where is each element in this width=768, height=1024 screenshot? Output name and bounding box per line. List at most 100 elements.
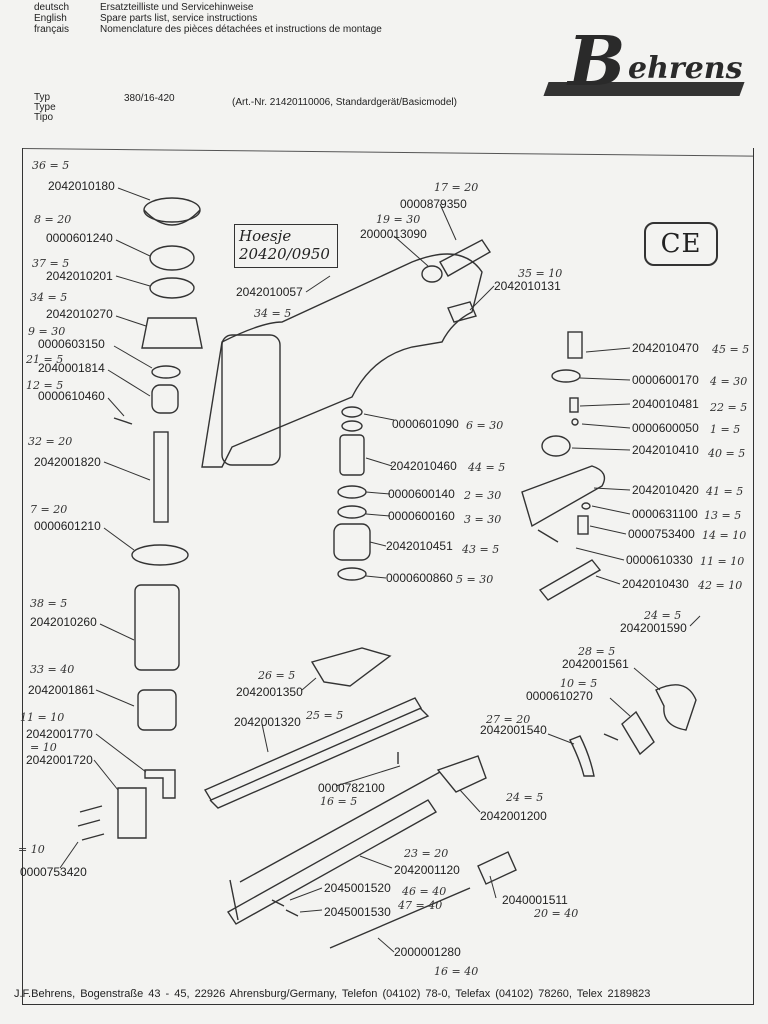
part-note: 35 = 10 xyxy=(518,267,563,280)
part-note: 32 = 20 xyxy=(28,435,73,448)
part-number: 2045001530 xyxy=(324,905,391,919)
footer-fax: Telefax (04102) 78260, xyxy=(455,988,572,1000)
language-de: deutsch xyxy=(34,2,70,13)
part-number: 2042010410 xyxy=(632,443,699,457)
part-note: 34 = 5 xyxy=(30,291,68,304)
part-note: = 10 xyxy=(18,843,45,856)
part-number: 2042010460 xyxy=(390,459,457,473)
part-number: 0000753400 xyxy=(628,527,695,541)
part-note: 28 = 5 xyxy=(578,645,616,658)
part-note: 9 = 30 xyxy=(28,325,66,338)
spring-part xyxy=(569,735,595,777)
part-note: 27 = 20 xyxy=(486,713,531,726)
part-note: 11 = 10 xyxy=(20,711,65,724)
part-number: 0000753420 xyxy=(20,865,87,879)
part-note: 8 = 20 xyxy=(34,213,72,226)
cylinder-part xyxy=(134,584,180,671)
bracket-part xyxy=(144,769,176,799)
part-number: 2040001814 xyxy=(38,361,105,375)
guide-part xyxy=(137,689,177,731)
footer-telex: Telex 2189823 xyxy=(576,988,651,1000)
part-note: 6 = 30 xyxy=(466,419,504,432)
housing-part xyxy=(201,253,483,468)
language-list: deutsch English français xyxy=(34,2,94,35)
part-number: 0000603150 xyxy=(38,337,105,351)
part-number: 2042001120 xyxy=(394,863,460,877)
title-de: Ersatzteilliste und Servicehinweise xyxy=(100,2,254,13)
part-number: 0000879350 xyxy=(400,197,467,211)
footer-company: J.F.Behrens, xyxy=(14,988,76,1000)
part-number: 0000610330 xyxy=(626,553,693,567)
part-note: 22 = 5 xyxy=(710,401,748,414)
type-labels: Typ Type Tipo xyxy=(34,93,104,123)
logo-initial: B xyxy=(568,22,626,102)
magazine-part xyxy=(226,799,438,925)
valve-body-part xyxy=(333,523,371,561)
part-number: 2042001590 xyxy=(620,621,687,635)
magazine-rail-part xyxy=(203,697,423,801)
part-number: 2042001770 xyxy=(26,727,93,741)
part-note: 44 = 5 xyxy=(468,461,506,474)
part-note: 7 = 20 xyxy=(30,503,68,516)
part-note: 4 = 30 xyxy=(710,375,748,388)
trigger-lever-part xyxy=(655,684,697,731)
behrens-logo: B ehrens xyxy=(543,22,746,106)
part-note: 26 = 5 xyxy=(258,669,296,682)
part-number: 2042010131 xyxy=(494,279,561,293)
footer-phone: Telefon (04102) 78-0, xyxy=(341,988,451,1000)
part-note: 43 = 5 xyxy=(462,543,500,556)
part-note: 10 = 5 xyxy=(560,677,598,690)
part-note: 12 = 5 xyxy=(26,379,64,392)
part-note: 45 = 5 xyxy=(712,343,750,356)
part-note: 36 = 5 xyxy=(32,159,70,172)
fitting-ring xyxy=(421,265,443,283)
part-number: 2042010260 xyxy=(30,615,97,629)
part-number: 2042010270 xyxy=(46,307,113,321)
title-en: Spare parts list, service instructions xyxy=(100,13,258,24)
small-ring-part xyxy=(151,365,181,379)
piston-part xyxy=(151,384,179,414)
language-fr: français xyxy=(34,24,70,35)
part-note: 3 = 30 xyxy=(464,513,502,526)
part-number: 2040010481 xyxy=(632,397,699,411)
part-number: 2042010430 xyxy=(622,577,689,591)
handwritten-line-2: 20420/0950 xyxy=(239,245,330,263)
part-note: 11 = 10 xyxy=(700,555,745,568)
part-number: 2042010057 xyxy=(236,285,303,299)
footer-city: 22926 Ahrensburg/Germany, xyxy=(194,988,338,1000)
document-titles: Ersatzteilliste und Servicehinweise Spar… xyxy=(100,2,480,35)
housing-barrel xyxy=(221,334,281,466)
part-note: 20 = 40 xyxy=(534,907,579,920)
trigger-part xyxy=(538,559,602,601)
part-number: 0000601240 xyxy=(46,231,113,245)
part-number: 2042001540 xyxy=(480,723,547,737)
part-note: 42 = 10 xyxy=(698,579,743,592)
bumper-strip-part xyxy=(153,431,169,523)
part-note: 47 = 40 xyxy=(398,899,443,912)
part-note: 40 = 5 xyxy=(708,447,746,460)
part-note: 2 = 30 xyxy=(464,489,502,502)
part-number: 0000610460 xyxy=(38,389,105,403)
title-fr: Nomenclature des pièces détachées et ins… xyxy=(100,24,382,35)
filter-part xyxy=(447,301,477,323)
plate-part xyxy=(117,787,147,839)
part-number: 2042001861 xyxy=(28,683,95,697)
o-ring-part xyxy=(149,245,195,271)
part-note: 5 = 30 xyxy=(456,573,494,586)
part-number: 0000782100 xyxy=(318,781,385,795)
cap-body xyxy=(143,209,201,226)
ring-large-part xyxy=(131,544,189,566)
diagram-frame xyxy=(22,148,754,1005)
part-number: 2042010451 xyxy=(386,539,453,553)
part-note: 23 = 20 xyxy=(404,847,449,860)
part-note: 24 = 5 xyxy=(644,609,682,622)
part-note: 46 = 40 xyxy=(402,885,447,898)
language-en: English xyxy=(34,13,67,24)
part-number: 2042010201 xyxy=(46,269,113,283)
part-note: 37 = 5 xyxy=(32,257,70,270)
part-note: 33 = 40 xyxy=(30,663,75,676)
part-number: 0000601090 xyxy=(392,417,459,431)
part-note: 16 = 40 xyxy=(434,965,479,978)
part-number: 2042001200 xyxy=(480,809,547,823)
